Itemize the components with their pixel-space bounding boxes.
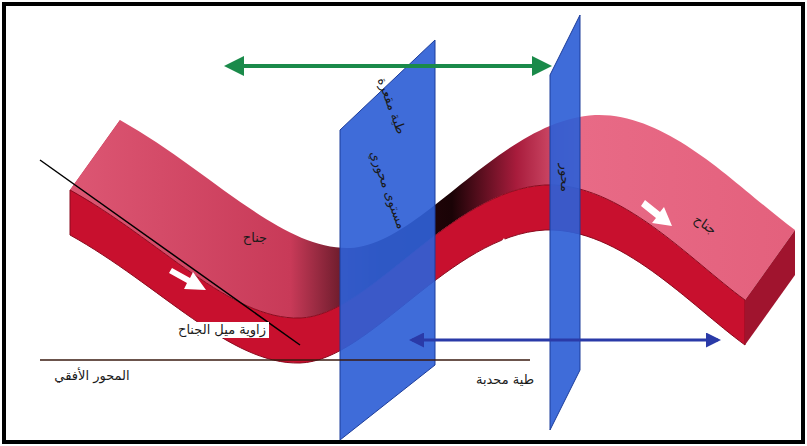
horizontal-axis-line xyxy=(40,359,530,361)
syncline-span-arrow xyxy=(228,64,548,68)
fold-label: زاوية ميل الجناح xyxy=(175,322,269,338)
fold-label: طية محدبة xyxy=(476,372,534,388)
white-arrow xyxy=(492,235,529,255)
fold-label: محور xyxy=(557,164,573,192)
white-arrow xyxy=(641,200,672,226)
fold-label: جناح xyxy=(691,212,720,239)
axial-plane xyxy=(550,15,580,430)
white-arrow xyxy=(169,268,206,290)
block-end xyxy=(745,230,795,345)
dip-line xyxy=(40,160,300,345)
axial-plane xyxy=(340,40,435,440)
fold-label: المحور الأفقي xyxy=(54,368,129,384)
fold-label: طية مقعرة xyxy=(375,76,410,137)
frame xyxy=(4,4,803,442)
fold-label: مستوى محوري xyxy=(367,149,410,231)
anticline-span-arrow xyxy=(412,339,718,342)
fold-label: جناح xyxy=(243,230,267,246)
